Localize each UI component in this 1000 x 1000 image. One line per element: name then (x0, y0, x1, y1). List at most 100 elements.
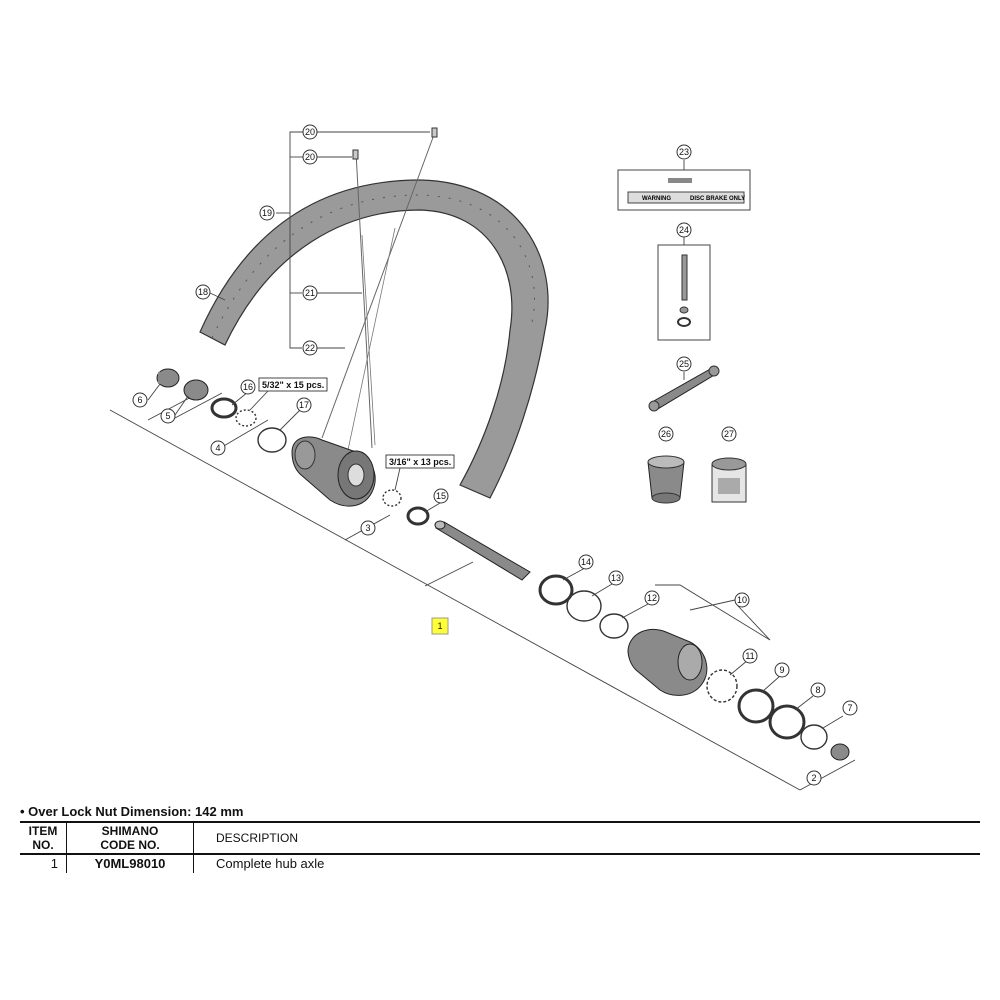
table-row: 1 Y0ML98010 Complete hub axle (20, 854, 980, 873)
callout-circle (644, 590, 660, 606)
parts-table-header: ITEM NO. SHIMANO CODE NO. DESCRIPTION (20, 822, 980, 854)
callout-number: 6 (137, 395, 142, 405)
callout-circle (132, 392, 148, 408)
callout-circle (240, 379, 256, 395)
callout-number: 5 (165, 411, 170, 421)
bearing-16 (210, 397, 238, 419)
washer-9 (737, 688, 775, 724)
header-item-no: ITEM NO. (20, 822, 67, 854)
callout-5: 5 (160, 408, 176, 424)
seal-15 (406, 506, 430, 526)
callout-circle (734, 592, 750, 608)
ratchet-ring-11 (706, 669, 738, 703)
washer-8 (768, 704, 806, 740)
callout-number: 8 (815, 685, 820, 695)
row-item-no: 1 (20, 854, 67, 873)
ball-set-large (235, 409, 257, 427)
callout-number: 24 (679, 225, 689, 235)
callout-number: 21 (305, 288, 315, 298)
callout-number: 13 (611, 573, 621, 583)
callout-20b: 20 (302, 149, 318, 165)
ring-12 (599, 613, 629, 639)
callout-circle (302, 285, 318, 301)
callout-24: 24 (676, 222, 692, 238)
callout-3: 3 (360, 520, 376, 536)
callout-circle (296, 397, 312, 413)
callout-number: 20 (305, 127, 315, 137)
ball-qty-label-small: 3/16" x 13 pcs. (385, 454, 455, 491)
callout-number: 27 (724, 429, 734, 439)
callout-19: 19 (259, 205, 275, 221)
callout-13: 13 (608, 570, 624, 586)
callout-18: 18 (195, 284, 211, 300)
callout-11: 11 (742, 648, 758, 664)
callout-14: 14 (578, 554, 594, 570)
end-cap-2 (830, 743, 850, 761)
wrench-25 (648, 365, 720, 412)
callout-circle (608, 570, 624, 586)
callout-10: 10 (734, 592, 750, 608)
freehub-body-10 (627, 628, 708, 696)
callout-number: 20 (305, 152, 315, 162)
callout-6: 6 (132, 392, 148, 408)
callout-circle (302, 124, 318, 140)
rim-part (199, 179, 549, 499)
callout-circle (578, 554, 594, 570)
sticker-warning-text: WARNING (642, 196, 671, 202)
callout-number: 12 (647, 593, 657, 603)
bearing-cup-26 (647, 455, 685, 504)
callout-circle (210, 440, 226, 456)
callout-circle (195, 284, 211, 300)
callout-highlight-box (431, 617, 449, 635)
ring-13 (566, 590, 602, 622)
callout-20a: 20 (302, 124, 318, 140)
callout-leaders (147, 383, 844, 729)
svg-text:5/32" x 15 pcs.: 5/32" x 15 pcs. (262, 380, 324, 390)
callout-number: 26 (661, 429, 671, 439)
parts-table: ITEM NO. SHIMANO CODE NO. DESCRIPTION 1 … (20, 821, 980, 873)
spoke-parts (321, 127, 438, 451)
callout-circle (259, 205, 275, 221)
row-code-no: Y0ML98010 (66, 854, 194, 873)
callout-number: 23 (679, 147, 689, 157)
callout-12: 12 (644, 590, 660, 606)
callout-number: 4 (215, 443, 220, 453)
callout-number: 16 (243, 382, 253, 392)
callout-number: 22 (305, 343, 315, 353)
parts-footer: • Over Lock Nut Dimension: 142 mm ITEM N… (20, 803, 980, 873)
callout-circle (810, 682, 826, 698)
callout-7: 7 (842, 700, 858, 716)
callout-23: 23 (676, 144, 692, 160)
callout-number: 11 (745, 651, 754, 661)
ball-set-small (382, 489, 402, 507)
callout-circle (302, 149, 318, 165)
header-description: DESCRIPTION (216, 831, 299, 845)
callout-2: 2 (806, 770, 822, 786)
washer-14 (538, 574, 574, 606)
callout-circle (742, 648, 758, 664)
ring-7 (800, 724, 828, 750)
callout-9: 9 (774, 662, 790, 678)
hub-end-cap-5 (183, 379, 209, 401)
callout-27: 27 (721, 426, 737, 442)
callout-4: 4 (210, 440, 226, 456)
sticker-disc-text: DISC BRAKE ONLY (690, 196, 745, 202)
ring-17 (257, 427, 287, 453)
callout-number: 7 (847, 703, 852, 713)
header-code-no: SHIMANO CODE NO. (66, 822, 194, 854)
callout-22: 22 (302, 340, 318, 356)
callout-number: 17 (299, 400, 309, 410)
callout-circle (433, 488, 449, 504)
over-lock-nut-note: • Over Lock Nut Dimension: 142 mm (20, 804, 244, 819)
header-item-line2: NO. (32, 838, 54, 852)
callout-25: 25 (676, 356, 692, 372)
callout-17: 17 (296, 397, 312, 413)
callout-number: 19 (262, 208, 272, 218)
callout-layer: 1234567891011121314151617181920202122232… (132, 124, 858, 786)
group-bracket-19 (209, 131, 430, 349)
exploded-parts-diagram: WARNING DISC BRAKE ONLY 5/32" x 15 pcs. (109, 124, 858, 791)
grease-jar-27 (711, 457, 747, 503)
callout-circle (676, 222, 692, 238)
header-code-line1: SHIMANO (101, 824, 159, 838)
header-code-line2: CODE NO. (100, 838, 160, 852)
